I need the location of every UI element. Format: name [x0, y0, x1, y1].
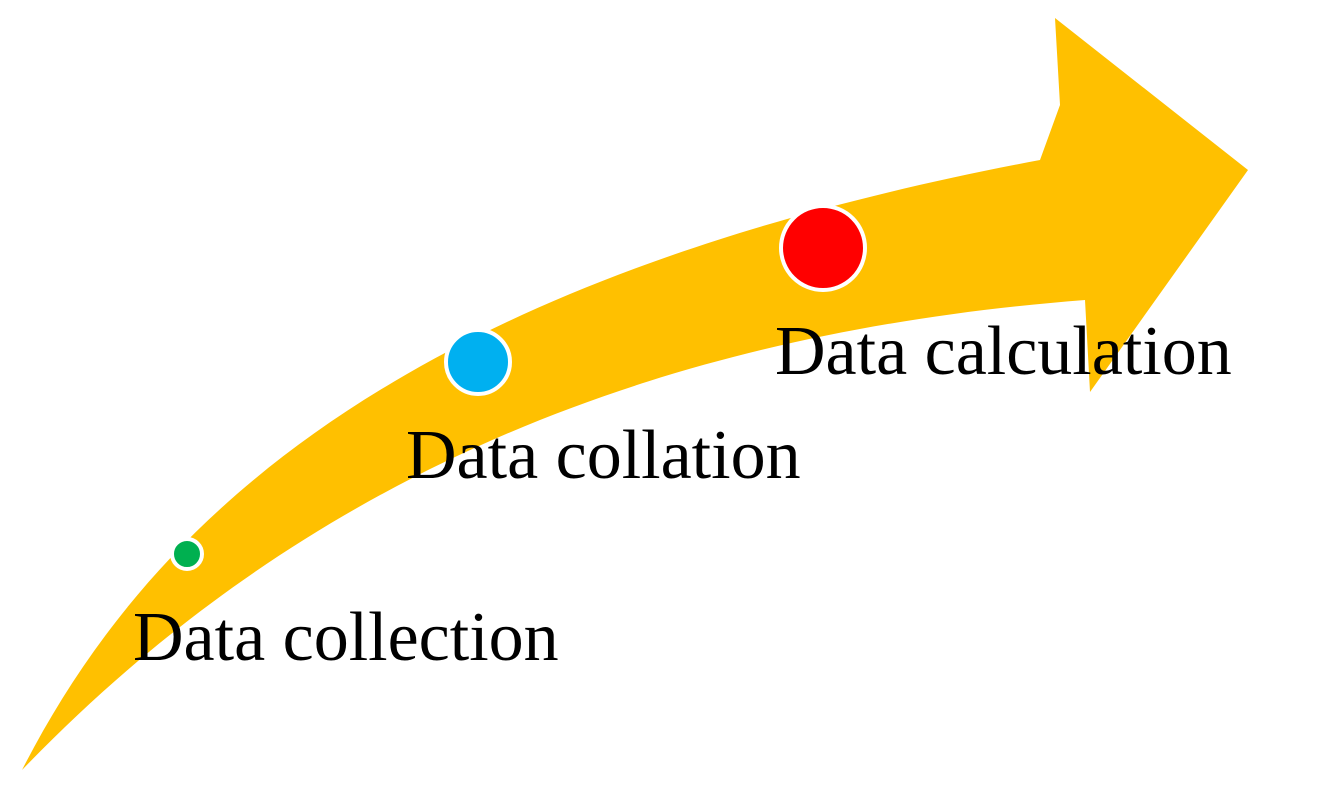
step-data-collection: Data collection — [133, 537, 559, 676]
step-dot-calculation — [779, 204, 867, 292]
step-label-collection: Data collection — [133, 599, 559, 676]
step-dot-collation — [444, 328, 512, 396]
curved-arrow — [22, 18, 1248, 770]
step-data-calculation: Data calculation — [775, 204, 1232, 390]
step-label-calculation: Data calculation — [775, 313, 1232, 390]
step-label-collation: Data collation — [406, 417, 801, 494]
step-dot-collection — [170, 537, 204, 571]
step-data-collation: Data collation — [406, 328, 801, 494]
